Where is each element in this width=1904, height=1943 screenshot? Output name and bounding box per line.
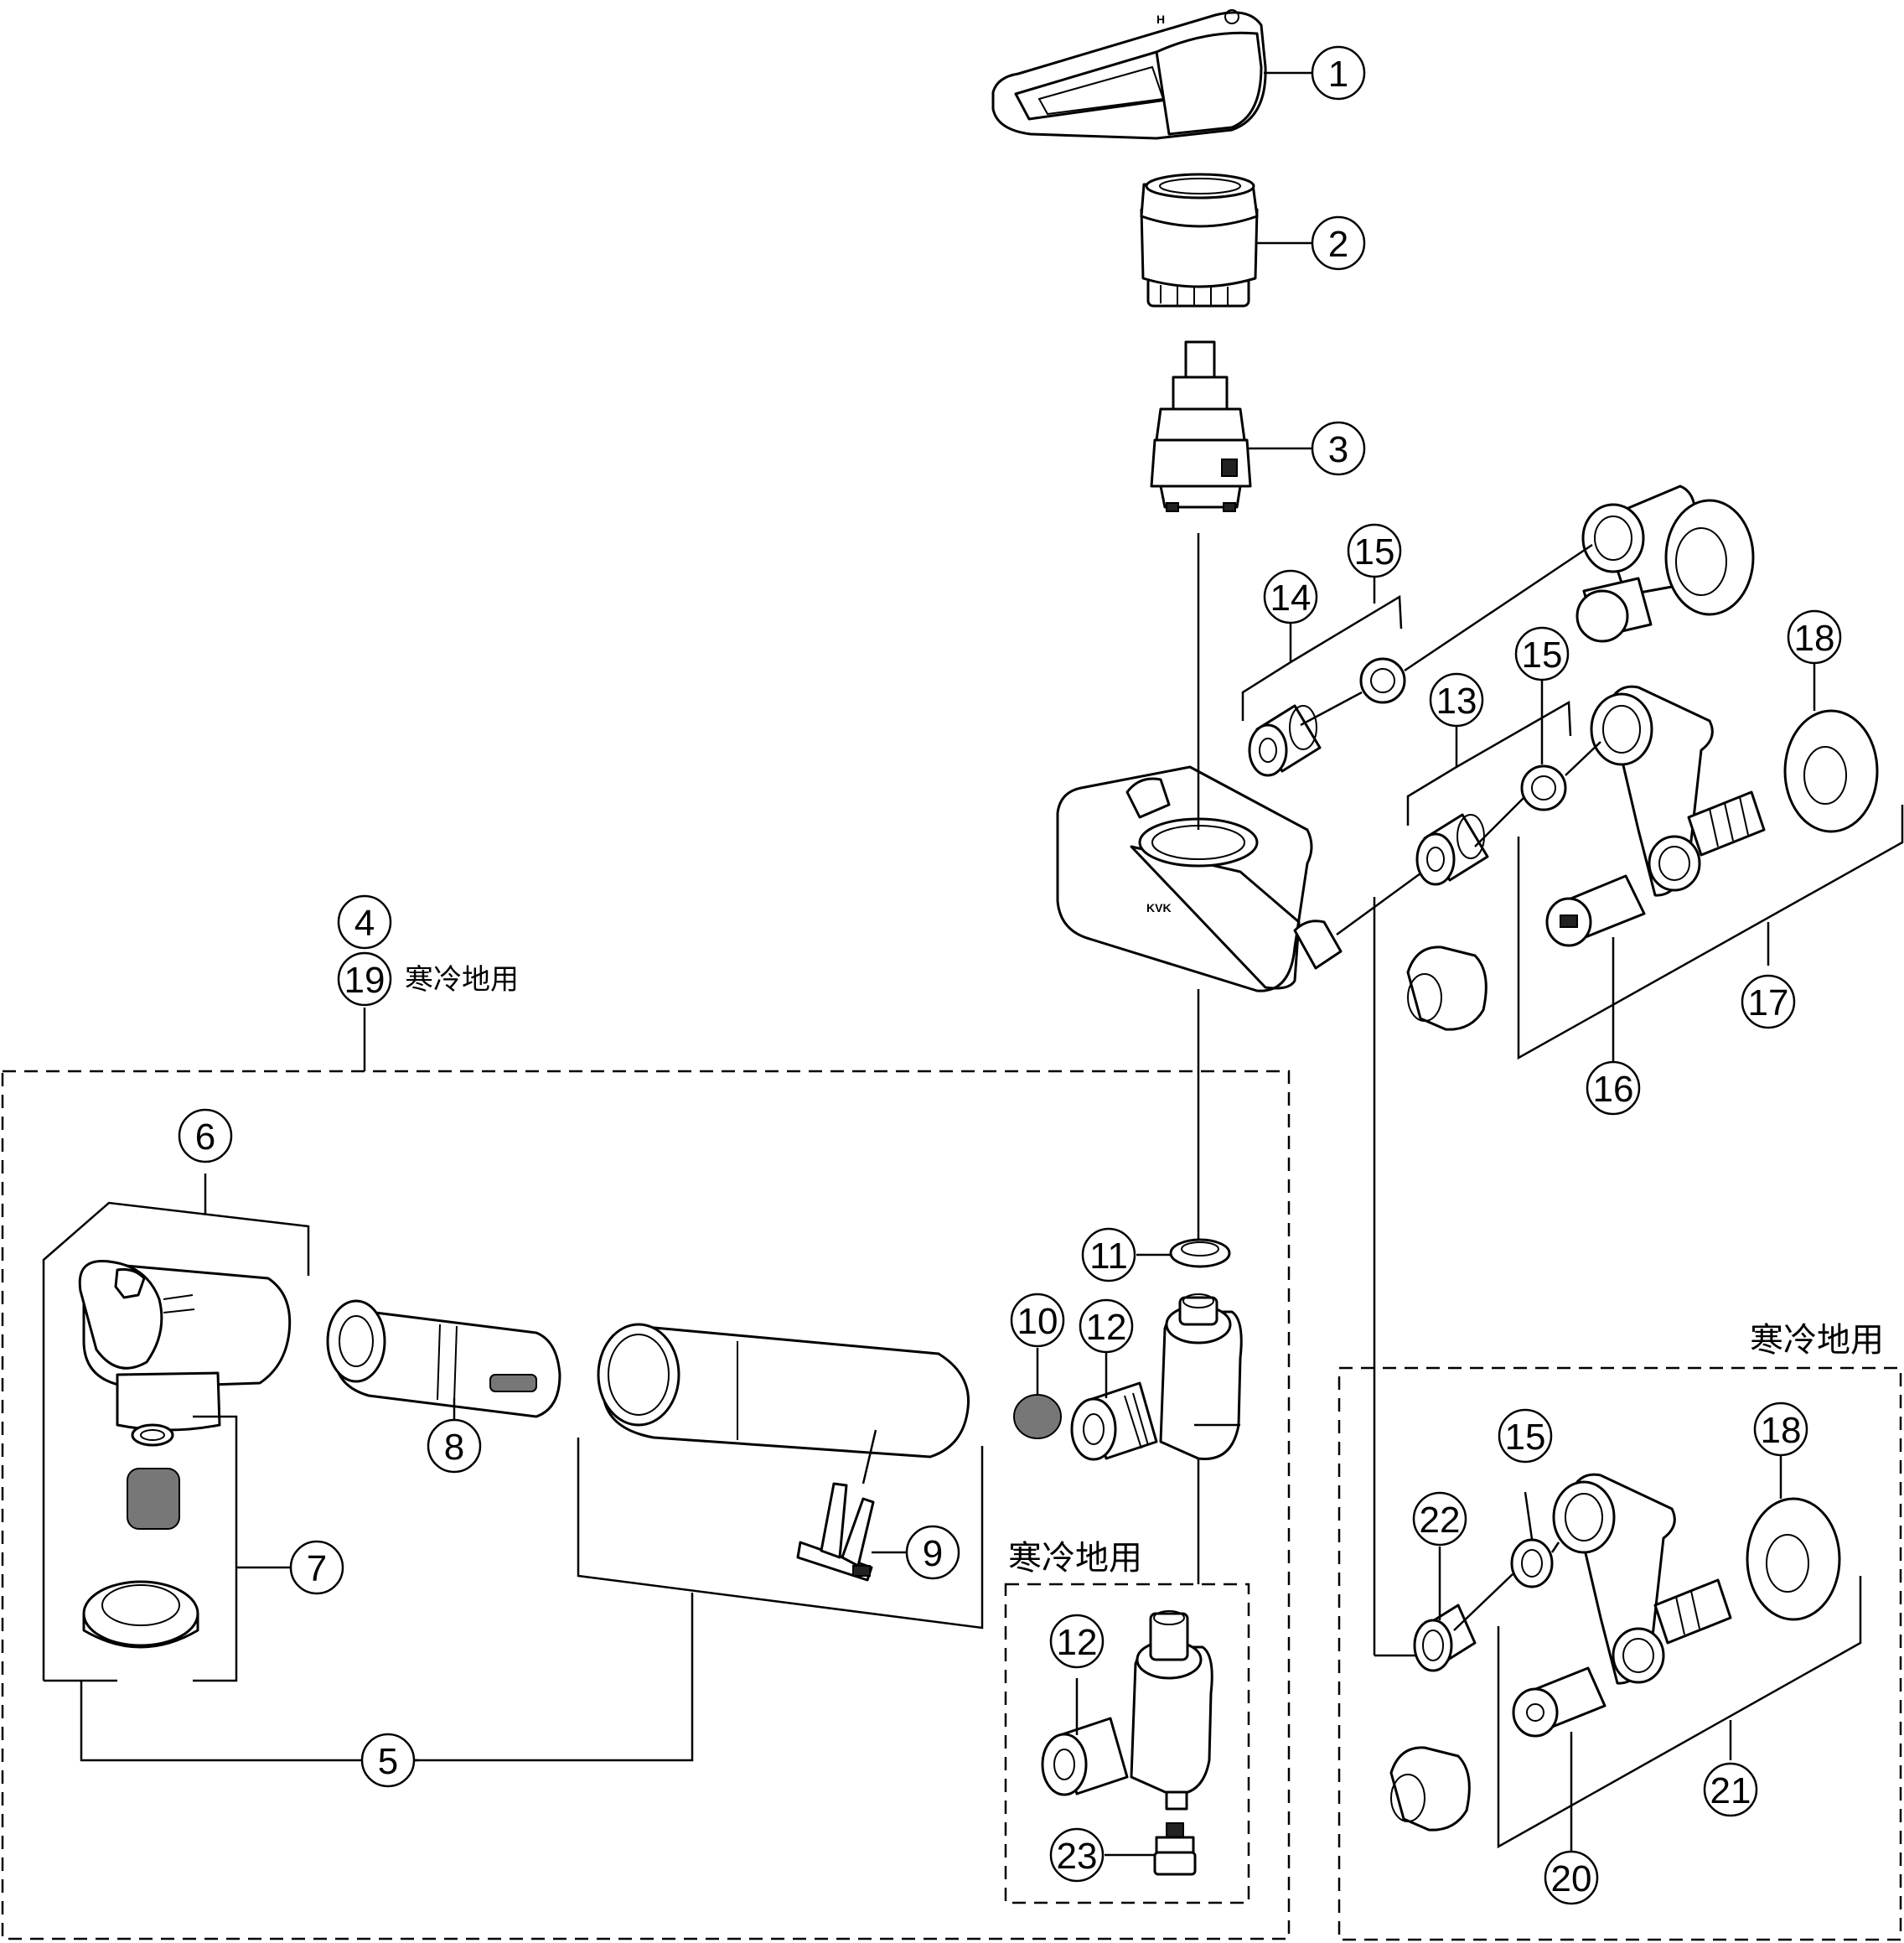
callout-15-upper: 15	[1347, 523, 1402, 578]
callout-8: 8	[427, 1418, 482, 1474]
svg-text:5: 5	[378, 1741, 398, 1782]
svg-text:14: 14	[1270, 578, 1312, 619]
part-11-o-ring	[1169, 1238, 1231, 1268]
part-16-filter-plug	[1545, 874, 1646, 947]
svg-text:15: 15	[1354, 531, 1395, 573]
part-21-elbow-set-cold-region	[1552, 1473, 1732, 1685]
svg-text:13: 13	[1436, 681, 1477, 722]
svg-text:7: 7	[307, 1548, 327, 1589]
mixer-body: KVK	[1056, 765, 1343, 992]
leader-lines	[1194, 533, 1601, 1657]
part-13-check-valve-lower	[1415, 813, 1489, 886]
callout-7: 7	[289, 1540, 344, 1595]
svg-text:22: 22	[1420, 1500, 1461, 1541]
svg-text:16: 16	[1593, 1069, 1634, 1110]
callout-14: 14	[1263, 569, 1318, 624]
note-cold-region-right: 寒冷地用	[1750, 1321, 1884, 1360]
callout-3: 3	[1311, 421, 1366, 476]
callout-12: 12	[1079, 1298, 1134, 1354]
svg-text:8: 8	[444, 1427, 464, 1468]
svg-text:15: 15	[1505, 1417, 1546, 1458]
part-12-fitting-body	[1070, 1293, 1243, 1461]
callout-5: 5	[360, 1733, 416, 1788]
svg-text:10: 10	[1017, 1301, 1058, 1342]
note-cold-region-middle: 寒冷地用	[1008, 1539, 1142, 1578]
part-10-strainer-mesh	[1013, 1394, 1062, 1439]
svg-text:15: 15	[1522, 635, 1563, 676]
part-9-clip	[796, 1482, 875, 1582]
part-18-flange-lower	[1746, 1497, 1841, 1621]
callout-18-lower: 18	[1753, 1402, 1808, 1457]
part-8-inner-tube	[326, 1299, 561, 1418]
svg-text:19: 19	[344, 960, 385, 1001]
spout-outer-tube	[597, 1323, 970, 1459]
part-3-cartridge	[1150, 340, 1252, 512]
part-14-check-valve-upper	[1248, 704, 1322, 777]
svg-text:3: 3	[1328, 429, 1348, 470]
callout-1: 1	[1311, 45, 1366, 101]
group-brackets	[42, 71, 1904, 1857]
svg-text:H: H	[1156, 13, 1165, 26]
svg-text:17: 17	[1748, 982, 1789, 1023]
svg-text:20: 20	[1551, 1858, 1592, 1899]
part-12-fitting-body-cold-region	[1041, 1610, 1213, 1811]
part-18-flange-upper	[1783, 709, 1879, 833]
callout-6: 6	[178, 1108, 233, 1163]
svg-text:9: 9	[923, 1533, 943, 1574]
callout-15-lower: 15	[1498, 1408, 1553, 1464]
part-1-lever-handle: H	[991, 9, 1267, 140]
callout-10: 10	[1010, 1293, 1065, 1348]
upper-elbow-fitting	[1575, 484, 1755, 643]
callout-21: 21	[1703, 1762, 1758, 1817]
part-15-gasket-lower	[1510, 1538, 1554, 1588]
callout-15-middle: 15	[1514, 626, 1570, 681]
part-2-bonnet-nut	[1140, 173, 1259, 308]
callout-12-cold-region: 12	[1049, 1614, 1105, 1669]
plug-cap-upper	[1406, 946, 1488, 1031]
svg-text:1: 1	[1328, 54, 1348, 95]
svg-text:18: 18	[1761, 1410, 1802, 1451]
svg-text:23: 23	[1057, 1836, 1098, 1877]
callout-23: 23	[1049, 1827, 1105, 1883]
plug-cap-lower	[1389, 1746, 1471, 1832]
callout-13: 13	[1429, 672, 1484, 728]
part-22-check-valve-cold-region	[1413, 1604, 1477, 1672]
svg-text:2: 2	[1328, 224, 1348, 265]
callout-11: 11	[1081, 1227, 1136, 1282]
part-15-gasket-middle	[1520, 764, 1567, 811]
part-23-drain-plug	[1153, 1822, 1197, 1876]
svg-text:12: 12	[1086, 1307, 1127, 1348]
part-7-diverter-components	[82, 1423, 199, 1649]
part-15-gasket-upper	[1359, 657, 1406, 704]
callout-16: 16	[1586, 1060, 1641, 1116]
callout-2: 2	[1311, 215, 1366, 271]
callout-9: 9	[905, 1525, 960, 1580]
callout-22: 22	[1412, 1491, 1467, 1547]
kvk-brand-mark: KVK	[1146, 901, 1172, 915]
callout-17: 17	[1741, 974, 1796, 1029]
callout-20: 20	[1544, 1850, 1599, 1905]
part-6-diverter-body	[78, 1259, 292, 1432]
svg-text:6: 6	[195, 1117, 215, 1158]
svg-text:4: 4	[354, 903, 375, 944]
cold-region-group-box-middle	[1004, 1583, 1250, 1904]
svg-text:18: 18	[1794, 618, 1835, 659]
callout-4: 4	[337, 894, 392, 950]
cold-region-group-box-left	[1, 1070, 1291, 1940]
part-20-filter-plug-cold-region	[1512, 1666, 1606, 1738]
svg-text:21: 21	[1710, 1770, 1751, 1811]
callout-18-upper: 18	[1787, 609, 1842, 665]
note-cold-region-19: 寒冷地用	[405, 963, 519, 997]
svg-text:12: 12	[1057, 1622, 1098, 1663]
svg-text:11: 11	[1089, 1236, 1128, 1277]
part-17-elbow-set	[1590, 685, 1766, 897]
callout-19: 19	[337, 951, 392, 1007]
